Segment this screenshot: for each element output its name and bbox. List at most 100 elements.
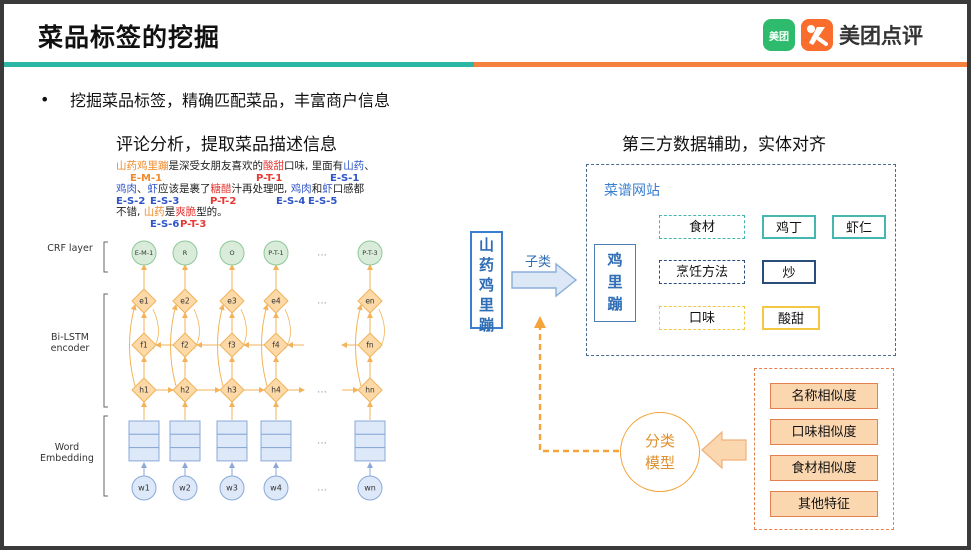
- embedding-cell: [260, 420, 292, 435]
- review-span: 糖醋: [210, 183, 232, 195]
- bilstm-crf-diagram: E-M-1e1f1h1w1Re2f2h2w2Oe3f3h3w3P-T-1e4f4…: [103, 240, 386, 501]
- crf-node-shape: [357, 240, 383, 266]
- word-node: wn: [357, 475, 383, 501]
- review-text: 山药鸡里蹦是深受女朋友喜欢的酸甜口味, 里面有山药、 E-M-1 P-T-1 E…: [116, 160, 386, 230]
- node-label: w2: [179, 484, 191, 493]
- layer-bracket: [103, 415, 108, 497]
- layer-bracket: [103, 241, 108, 273]
- lstm-cell-shape: [219, 288, 245, 314]
- tag-label: E-S-5: [308, 195, 338, 207]
- embedding-cell: [169, 447, 201, 462]
- lstm-cell-shape: [263, 288, 289, 314]
- embedding-cell: [354, 420, 386, 435]
- lstm-cell-node: fn: [357, 332, 383, 358]
- lstm-cell-node: e3: [219, 288, 245, 314]
- node-label: fn: [366, 341, 374, 350]
- embedding-node: [128, 420, 160, 462]
- lstm-cell-node: h2: [172, 377, 198, 403]
- node-label: h1: [139, 386, 149, 395]
- tag-label: E-S-6: [150, 218, 180, 230]
- word-node: w2: [172, 475, 198, 501]
- title-underline-teal: [4, 62, 474, 67]
- subclass-label: 子类: [525, 255, 552, 270]
- embedding-node: [169, 420, 201, 462]
- model-label: 分类模型: [644, 432, 675, 472]
- crf-node: P-T-1: [263, 240, 289, 266]
- review-span: 鸡肉: [116, 183, 137, 195]
- node-label: wn: [364, 484, 376, 493]
- node-label: e3: [227, 297, 237, 306]
- word-node: w1: [131, 475, 157, 501]
- value-sweet-sour: 酸甜: [762, 306, 820, 330]
- lstm-cell-node: h4: [263, 377, 289, 403]
- tag-label: E-S-2: [116, 195, 146, 207]
- lstm-cell-node: f4: [263, 332, 289, 358]
- lstm-cell-node: hn: [357, 377, 383, 403]
- embedding-cell: [354, 433, 386, 449]
- dianping-logo-icon: [801, 19, 833, 51]
- node-label: P-T-1: [268, 249, 283, 257]
- lstm-cell-shape: [172, 332, 198, 358]
- lstm-cell-node: en: [357, 288, 383, 314]
- tag-label: E-S-3: [150, 195, 180, 207]
- embedding-cell: [169, 420, 201, 435]
- classification-model-circle[interactable]: 分类模型: [620, 412, 700, 492]
- site-dish-box[interactable]: 鸡里蹦: [594, 244, 636, 322]
- node-label: …: [317, 296, 327, 307]
- lstm-cell-shape: [263, 332, 289, 358]
- review-span: 是: [164, 206, 176, 218]
- review-span: 爽脆: [175, 206, 197, 218]
- node-label: w3: [226, 484, 238, 493]
- feedback-arrow-icon: [534, 316, 619, 453]
- embedding-cell: [169, 433, 201, 449]
- node-label: O: [229, 249, 234, 257]
- embedding-cell: [128, 433, 160, 449]
- review-span: 虾: [147, 183, 159, 195]
- review-span: 酸甜: [263, 160, 284, 172]
- embedding-cell: [260, 447, 292, 462]
- lstm-cell-shape: [263, 377, 289, 403]
- lstm-cell-shape: [219, 377, 245, 403]
- node-label: f3: [228, 341, 236, 350]
- node-label: …: [317, 483, 327, 494]
- node-label: en: [365, 297, 375, 306]
- layer-connections: [129, 264, 385, 476]
- lstm-cell-node: e4: [263, 288, 289, 314]
- source-dish-label: 山药鸡里蹦: [478, 236, 494, 334]
- embedding-layer-label: Word Embedding: [40, 442, 94, 464]
- lstm-cell-node: f2: [172, 332, 198, 358]
- node-label: w1: [138, 484, 150, 493]
- node-label: P-T-3: [362, 249, 377, 257]
- meituan-dianping-logo: 美团 美团点评: [763, 17, 923, 53]
- review-line-3: 不错, 山药是爽脆型的。: [116, 206, 386, 219]
- embedding-node: [216, 420, 248, 462]
- lstm-cell-shape: [131, 288, 157, 314]
- review-span: 是深受女朋友喜欢的: [168, 160, 264, 172]
- node-label: …: [317, 436, 327, 447]
- node-label: f1: [140, 341, 148, 350]
- embedding-cell: [354, 447, 386, 462]
- lstm-cell-node: e1: [131, 288, 157, 314]
- review-span: 型的。: [196, 206, 228, 218]
- embedding-cell: [216, 433, 248, 449]
- source-dish-box[interactable]: 山药鸡里蹦: [470, 231, 503, 334]
- lstm-cell-shape: [131, 332, 157, 358]
- right-section-heading: 第三方数据辅助，实体对齐: [622, 135, 826, 155]
- crf-node: O: [219, 240, 245, 266]
- embedding-cell: [128, 420, 160, 435]
- embedding-node: [260, 420, 292, 462]
- features-box: [754, 368, 894, 530]
- bullet-text: 挖掘菜品标签，精确匹配菜品，丰富商户信息: [70, 91, 391, 110]
- embedding-cell: [216, 447, 248, 462]
- lstm-cell-shape: [219, 332, 245, 358]
- node-label: e1: [139, 297, 149, 306]
- edge: [129, 304, 137, 387]
- node-label: f2: [181, 341, 189, 350]
- node-label: …: [317, 385, 327, 396]
- review-span: 、: [137, 183, 148, 195]
- crf-node: R: [172, 240, 198, 266]
- node-label: w4: [270, 484, 282, 493]
- tag-label: P-T-2: [210, 195, 237, 207]
- feature-other: 其他特征: [770, 491, 878, 517]
- value-stir-fry: 炒: [762, 260, 816, 284]
